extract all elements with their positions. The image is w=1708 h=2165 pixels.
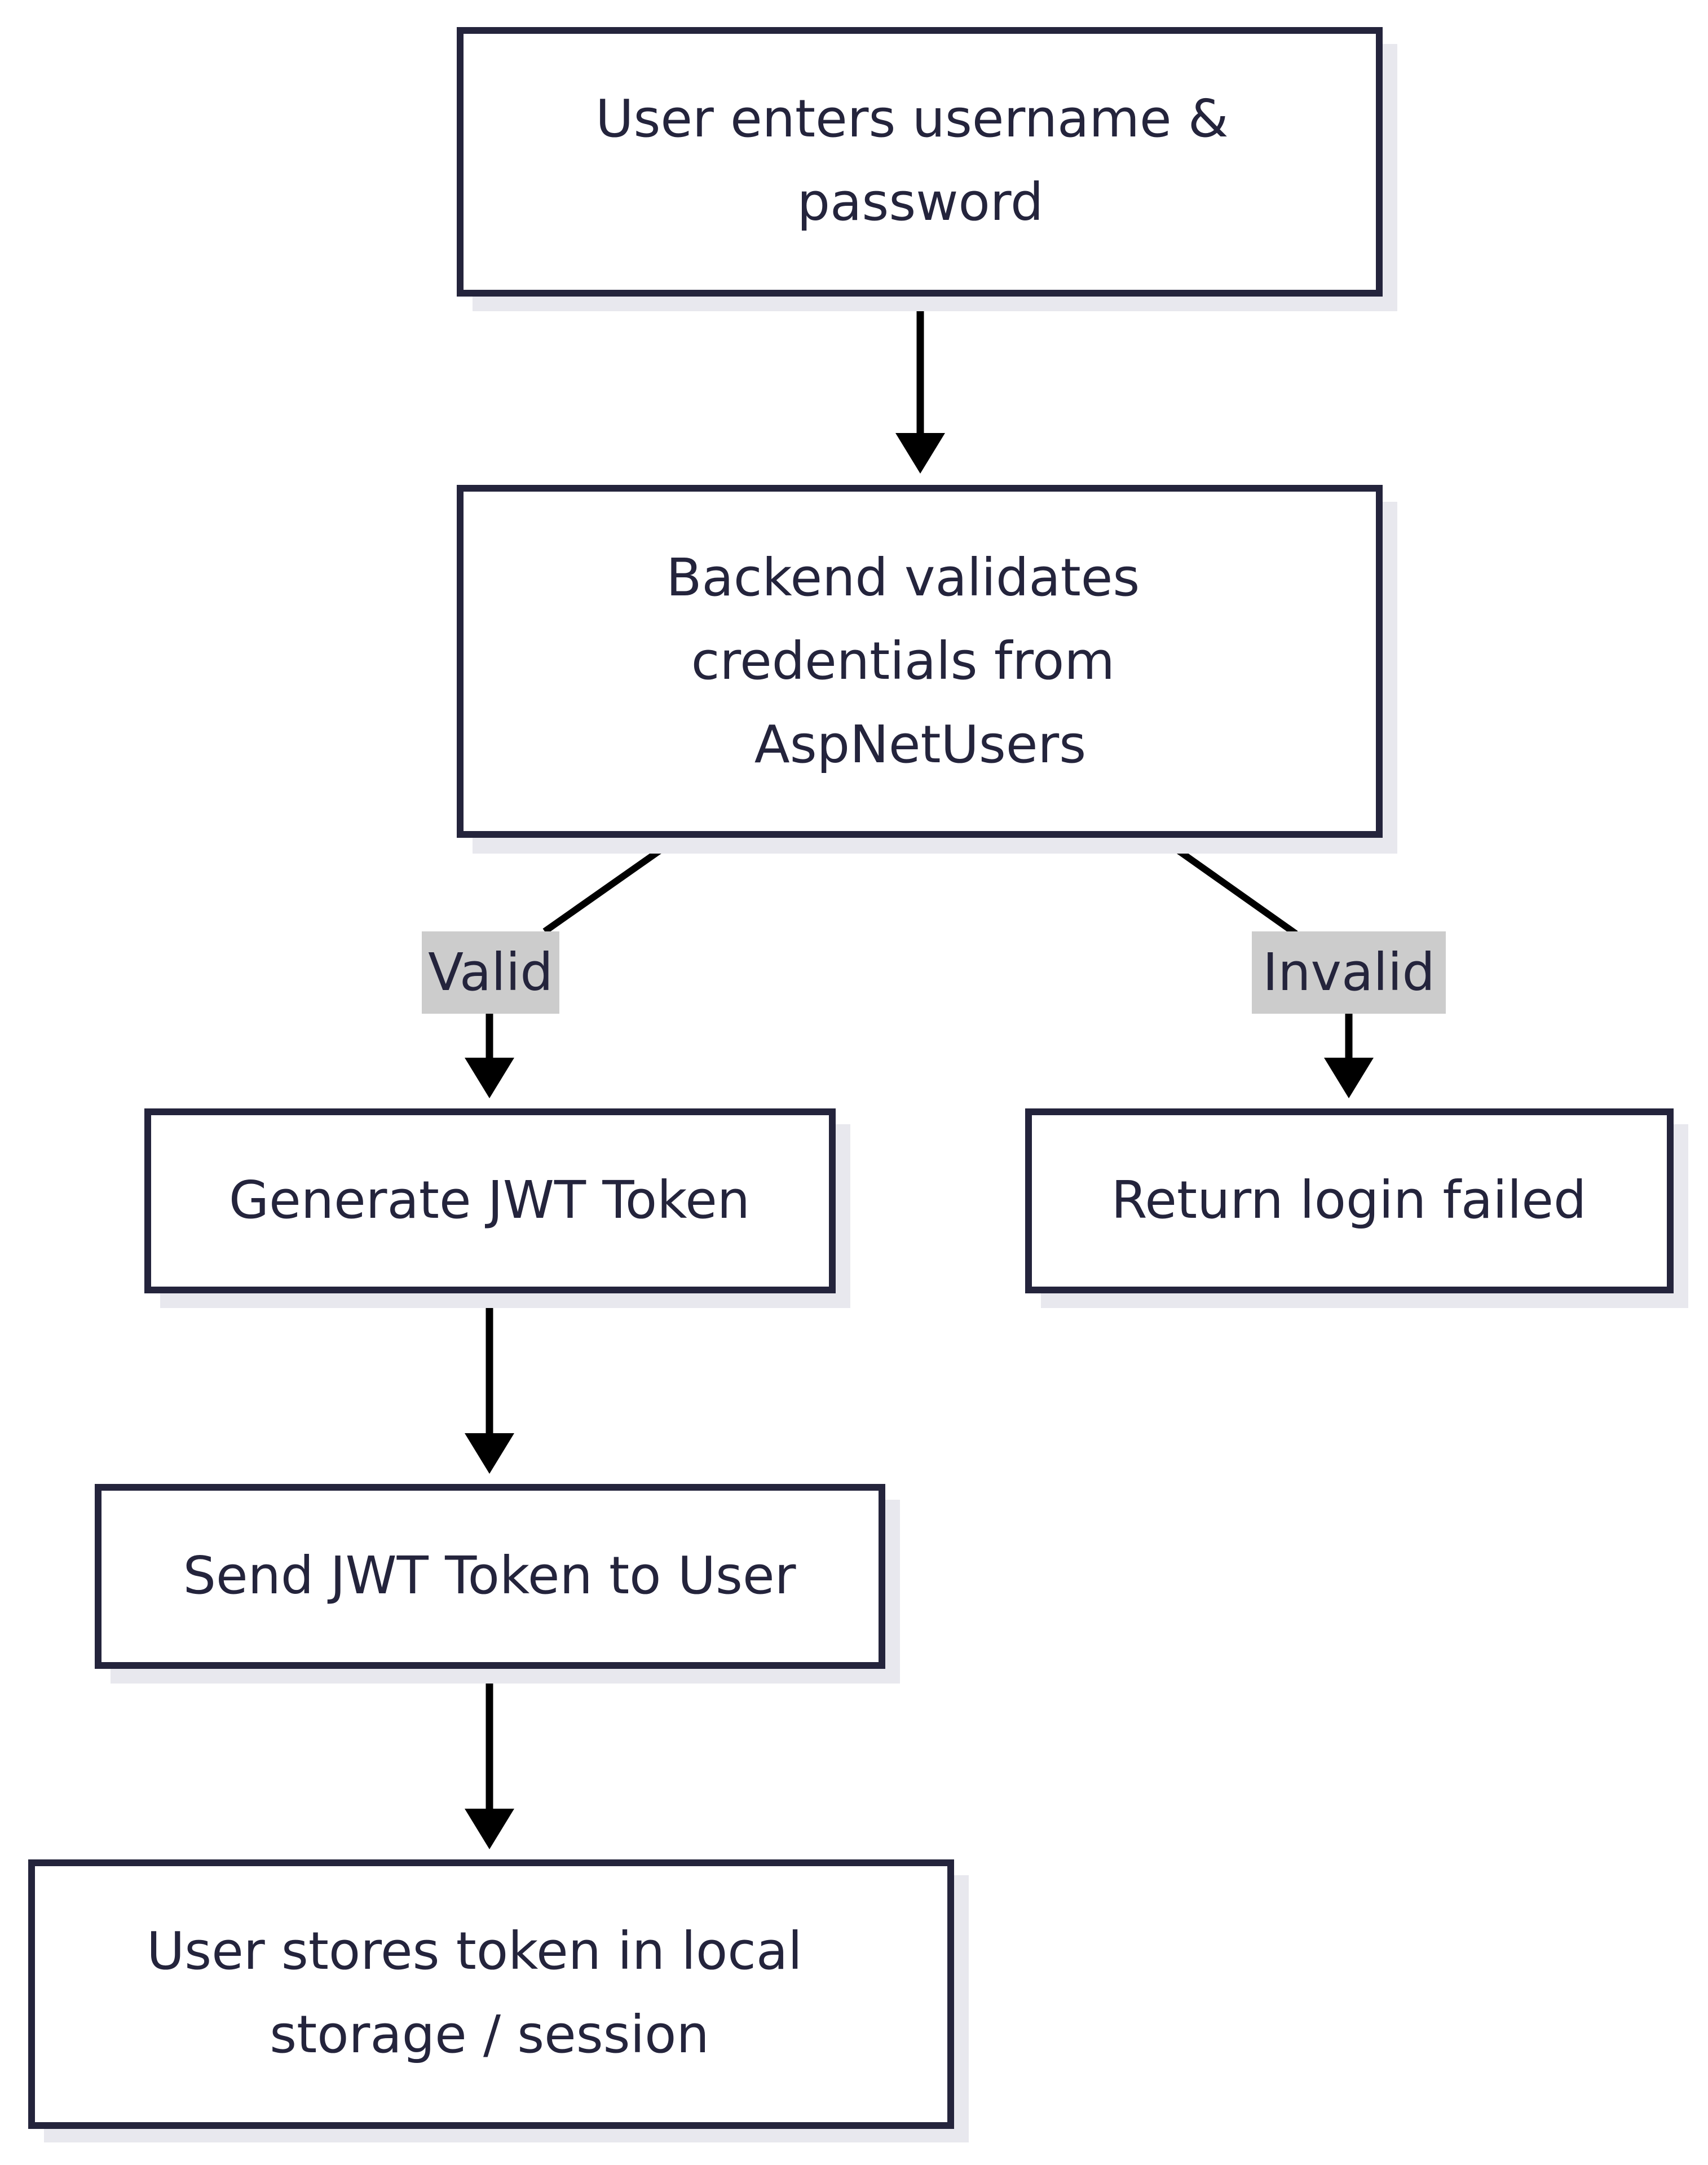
node-return-login-failed: Return login failed <box>1025 1108 1688 1308</box>
arrowhead-icon <box>465 1433 514 1474</box>
edge-label-invalid: Invalid <box>1263 942 1435 1002</box>
edge-label-invalid-bg <box>1252 931 1446 1014</box>
edge-n3-n5 <box>465 1293 514 1474</box>
node-label-line: Generate JWT Token <box>229 1170 750 1230</box>
node-label-line: Backend validates <box>666 547 1140 608</box>
arrowhead-icon <box>465 1809 514 1849</box>
node-backend-validates: Backend validates credentials from AspNe… <box>457 485 1397 854</box>
edge-n2-n4: Invalid <box>1155 833 1446 1098</box>
node-label-line: User stores token in local <box>147 1921 802 1981</box>
edge-label-valid-bg <box>422 931 559 1014</box>
edge-label-valid: Valid <box>428 942 553 1002</box>
node-label: User enters username & password <box>595 89 1245 232</box>
node-label-line: AspNetUsers <box>754 714 1086 775</box>
node-label: Generate JWT Token <box>229 1170 750 1230</box>
node-box <box>457 485 1383 838</box>
node-label-line: Return login failed <box>1111 1170 1587 1230</box>
node-generate-jwt: Generate JWT Token <box>144 1108 850 1308</box>
node-label-line: Send JWT Token to User <box>183 1545 796 1606</box>
node-box <box>1025 1108 1674 1293</box>
node-label-line: storage / session <box>270 2004 709 2065</box>
node-box <box>457 27 1383 297</box>
arrowhead-icon <box>1324 1058 1374 1098</box>
node-label-line: password <box>797 172 1044 232</box>
node-label: Send JWT Token to User <box>183 1545 796 1606</box>
edge-n1-n2 <box>895 294 945 474</box>
node-send-jwt: Send JWT Token to User <box>95 1484 900 1684</box>
node-label: Backend validates credentials from AspNe… <box>666 547 1156 775</box>
node-label-line: credentials from <box>691 631 1115 691</box>
node-user-enters-credentials: User enters username & password <box>457 27 1397 311</box>
node-label: User stores token in local storage / ses… <box>147 1921 819 2065</box>
nodes-layer: User enters username & password Backend … <box>28 27 1688 2142</box>
node-box <box>28 1859 954 2129</box>
node-label-line: User enters username & <box>595 89 1228 149</box>
node-label: Return login failed <box>1111 1170 1587 1230</box>
edge-n5-n6 <box>465 1669 514 1849</box>
node-box <box>95 1484 885 1669</box>
edge-n2-n3: Valid <box>422 833 683 1098</box>
arrowhead-icon <box>895 433 945 474</box>
arrowhead-icon <box>465 1058 514 1098</box>
node-box <box>144 1108 836 1293</box>
node-user-stores-token: User stores token in local storage / ses… <box>28 1859 969 2142</box>
